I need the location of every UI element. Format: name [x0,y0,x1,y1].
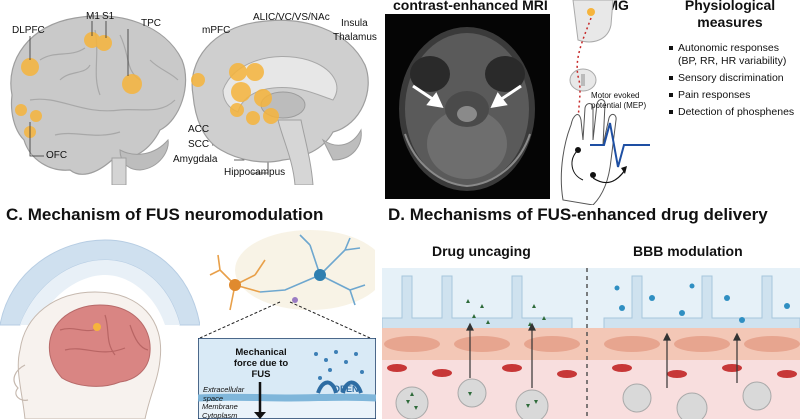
membrane-label: Membrane [202,402,238,411]
bbb-modulation-title: BBB modulation [633,243,743,259]
measure-item: Sensory discrimination [668,72,796,85]
measure-item: Autonomic responses (BP, RR, HR variabil… [668,42,796,68]
drug-delivery-illustration [382,268,800,419]
label-alic: ALIC/VC/VS/NAc [253,12,330,23]
label-mpfc: mPFC [202,25,231,36]
mri-title: contrast-enhanced MRI [393,0,548,13]
open-channel-label: OPEN [333,384,359,394]
target-spots-medial [191,63,279,125]
panel-d-title: D. Mechanisms of FUS-enhanced drug deliv… [388,205,768,224]
mri-image [385,14,550,199]
membrane-zoom-lines [199,301,371,339]
panel-c-title: C. Mechanism of FUS neuromodulation [6,205,324,224]
mep-label: Motor evoked potential (MEP) [591,91,647,110]
physio-measures-list: Autonomic responses (BP, RR, HR variabil… [668,42,796,123]
cytoplasm-label: Cytoplasm [202,411,238,420]
force-label: Mechanical force due to FUS [233,347,289,380]
label-tpc: TPC [141,18,161,29]
lateral-brain-illustration [10,15,187,185]
physio-title: Physiological measures [684,0,776,30]
measure-item: Detection of phosphenes [668,106,796,119]
extracellular-label: Extracellular space [203,385,245,403]
label-scc: SCC [188,139,210,150]
ultrasound-head-illustration [0,239,200,419]
mep-waveform [590,122,650,168]
medial-brain-illustration [191,19,369,185]
label-acc: ACC [188,124,210,135]
label-dlpfc: DLPFC [12,25,45,36]
measure-item: Pain responses [668,89,796,102]
drug-uncaging-title: Drug uncaging [432,243,531,259]
label-hippocampus: Hippocampus [224,167,286,178]
target-spots-lateral [15,32,142,138]
emg-illustration [560,0,627,205]
label-thalamus: Thalamus [333,32,377,43]
membrane-zoom-box [198,338,376,419]
label-amygdala: Amygdala [173,154,218,165]
neuron-illustration [209,230,375,311]
label-m1: M1 [86,11,100,22]
label-ofc: OFC [46,150,68,161]
label-s1: S1 [102,11,115,22]
label-insula: Insula [341,18,368,29]
